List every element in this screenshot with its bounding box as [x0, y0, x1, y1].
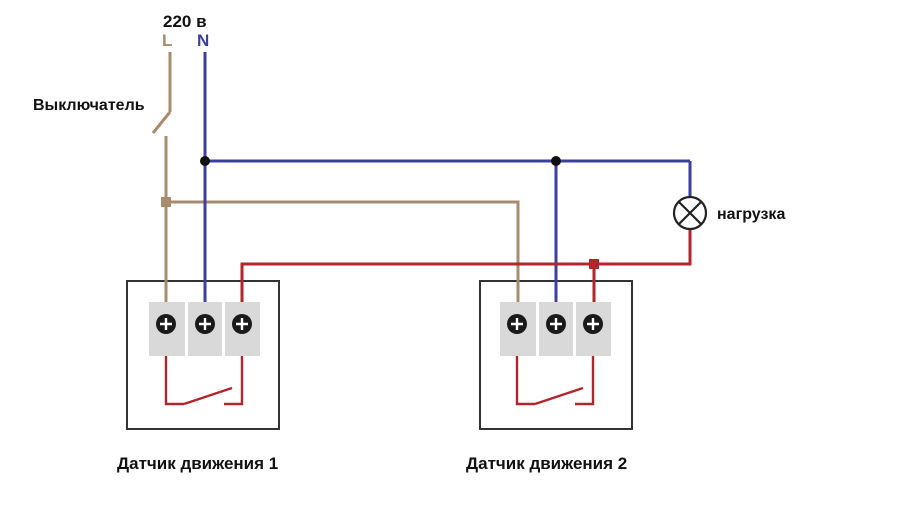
voltage-label: 220 в: [163, 12, 207, 31]
sensor-1-terminal-block: [149, 302, 260, 356]
neutral-label: N: [197, 31, 209, 50]
phase-wire: [151, 52, 520, 302]
sensor-2-terminal-block: [500, 302, 611, 356]
sensor-1-internal-switch: [164, 356, 244, 406]
neutral-junction: [200, 156, 210, 166]
sensor-2-label: Датчик движения 2: [466, 454, 627, 473]
neutral-junction: [551, 156, 561, 166]
open-switch-icon: [151, 111, 172, 134]
phase-label: L: [162, 31, 172, 50]
load-wire: [240, 229, 692, 302]
lamp-icon: [672, 195, 708, 231]
load-label: нагрузка: [717, 206, 785, 223]
load-junction: [589, 259, 599, 269]
sensor-2-internal-switch: [515, 356, 595, 406]
switch-label: Выключатель: [33, 97, 145, 114]
neutral-wire: [203, 52, 692, 302]
sensor-1-label: Датчик движения 1: [117, 454, 278, 473]
phase-junction: [161, 197, 171, 207]
